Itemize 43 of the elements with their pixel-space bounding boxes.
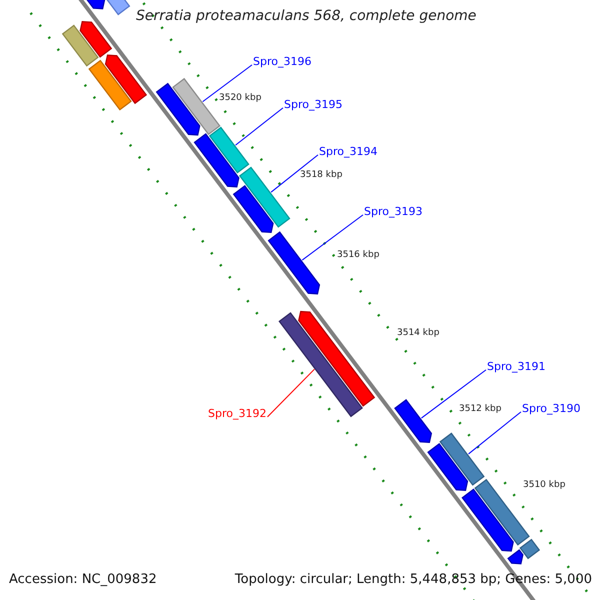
gene-block [278, 312, 363, 418]
gene-block [62, 24, 99, 67]
scale-label: 3520 kbp [219, 93, 262, 104]
gene-block [172, 78, 221, 136]
leader-line [420, 369, 486, 419]
gene-label: Spro_3195 [284, 99, 342, 112]
gene-label: Spro_3196 [253, 56, 312, 69]
scale-label: 3516 kbp [337, 250, 380, 260]
gene-block [394, 399, 432, 444]
gene-block [298, 310, 376, 407]
gene-label: Spro_3193 [364, 206, 422, 219]
accession-text: Accession: NC_009832 [9, 573, 157, 588]
leader-line [270, 154, 318, 193]
gene-block [268, 231, 320, 294]
gene-block [507, 549, 524, 564]
gene-block [461, 488, 514, 552]
leader-line [266, 368, 315, 418]
scale-label: 3510 kbp [523, 480, 566, 490]
gene-block [80, 20, 112, 58]
gene-label: Spro_3190 [522, 403, 580, 416]
gene-block [208, 126, 250, 174]
gene-block [238, 166, 290, 228]
leader-line [202, 64, 252, 102]
gene-block [519, 538, 540, 560]
gene-block [106, 0, 130, 16]
summary-text: Topology: circular; Length: 5,448,853 bp; Genes: 5,000 [234, 573, 592, 588]
gene-block [194, 133, 240, 188]
scale-label: 3512 kbp [459, 404, 502, 414]
gene-label: Spro_3194 [319, 146, 378, 159]
gene-label: Spro_3192 [208, 408, 266, 421]
gene-block [439, 432, 485, 486]
gene-block [232, 184, 274, 233]
gene-block [88, 60, 132, 111]
gene-block [427, 442, 468, 491]
gene-block [156, 82, 200, 136]
scale-label: 3514 kbp [397, 328, 440, 338]
gene-label: Spro_3191 [487, 361, 546, 374]
leader-line [468, 411, 522, 454]
leader-line [235, 107, 284, 146]
title: Serratia proteamaculans 568, complete genome [136, 8, 476, 24]
gene-block [104, 54, 148, 104]
scale-label: 3518 kbp [300, 170, 342, 180]
leader-line [302, 214, 364, 261]
